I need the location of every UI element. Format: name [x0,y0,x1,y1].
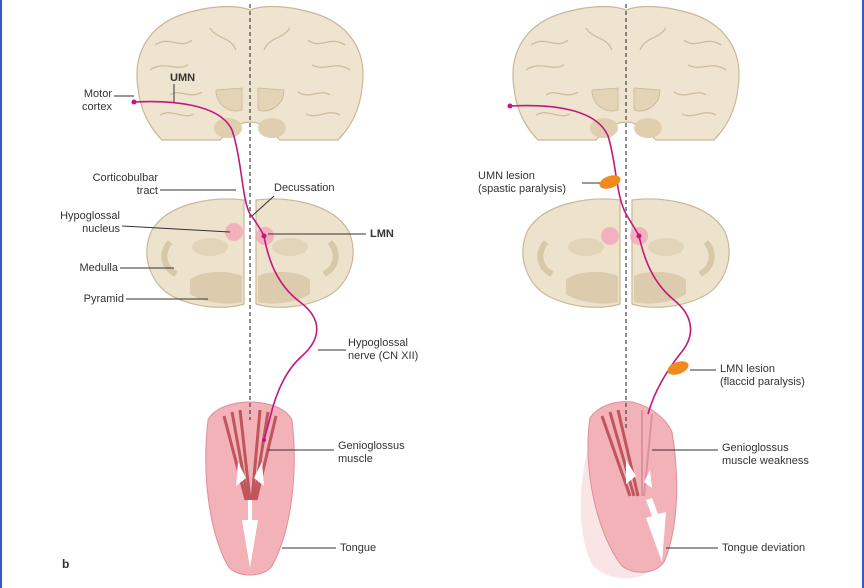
label-tongue-deviation: Tongue deviation [722,542,806,554]
left-umn-cell-body [131,99,137,105]
label-medulla: Medulla [79,262,118,274]
left-lmn-cell-body [261,233,267,239]
left-nerve-terminal [262,438,266,442]
label-genioglossus-weakness: Genioglossus muscle weakness [722,442,809,467]
left-leader-lines [114,84,366,549]
label-umn: UMN [170,72,196,84]
label-lmn: LMN [370,228,394,240]
right-tongue-deviated [580,401,678,579]
label-lmn-lesion: LMN lesion (flaccid paralysis) [720,363,805,388]
label-decussation: Decussation [274,182,335,194]
label-pyramid: Pyramid [83,293,124,305]
label-tongue: Tongue [340,542,377,554]
label-genioglossus-muscle: Genioglossus muscle [338,440,405,465]
right-leader-lines [582,182,718,549]
label-motor-cortex: Motor cortex [82,88,112,113]
lmn-lesion-marker [667,361,689,375]
label-hypoglossal-nucleus: Hypoglossal nucleus [60,210,120,235]
label-corticobulbar-tract: Corticobulbar tract [92,172,158,197]
right-umn-cell-body [507,103,513,109]
label-umn-lesion: UMN lesion (spastic paralysis) [478,170,567,195]
left-nucleus-ipsilateral [225,223,243,241]
label-hypoglossal-nerve: Hypoglossal nerve (CN XII) [348,337,419,362]
umn-lesion-marker [599,175,621,189]
right-lmn-cell-body [636,233,642,239]
left-tongue [205,401,295,576]
right-nucleus-ipsilateral [601,227,619,245]
figure-panel-letter: b [62,557,70,571]
